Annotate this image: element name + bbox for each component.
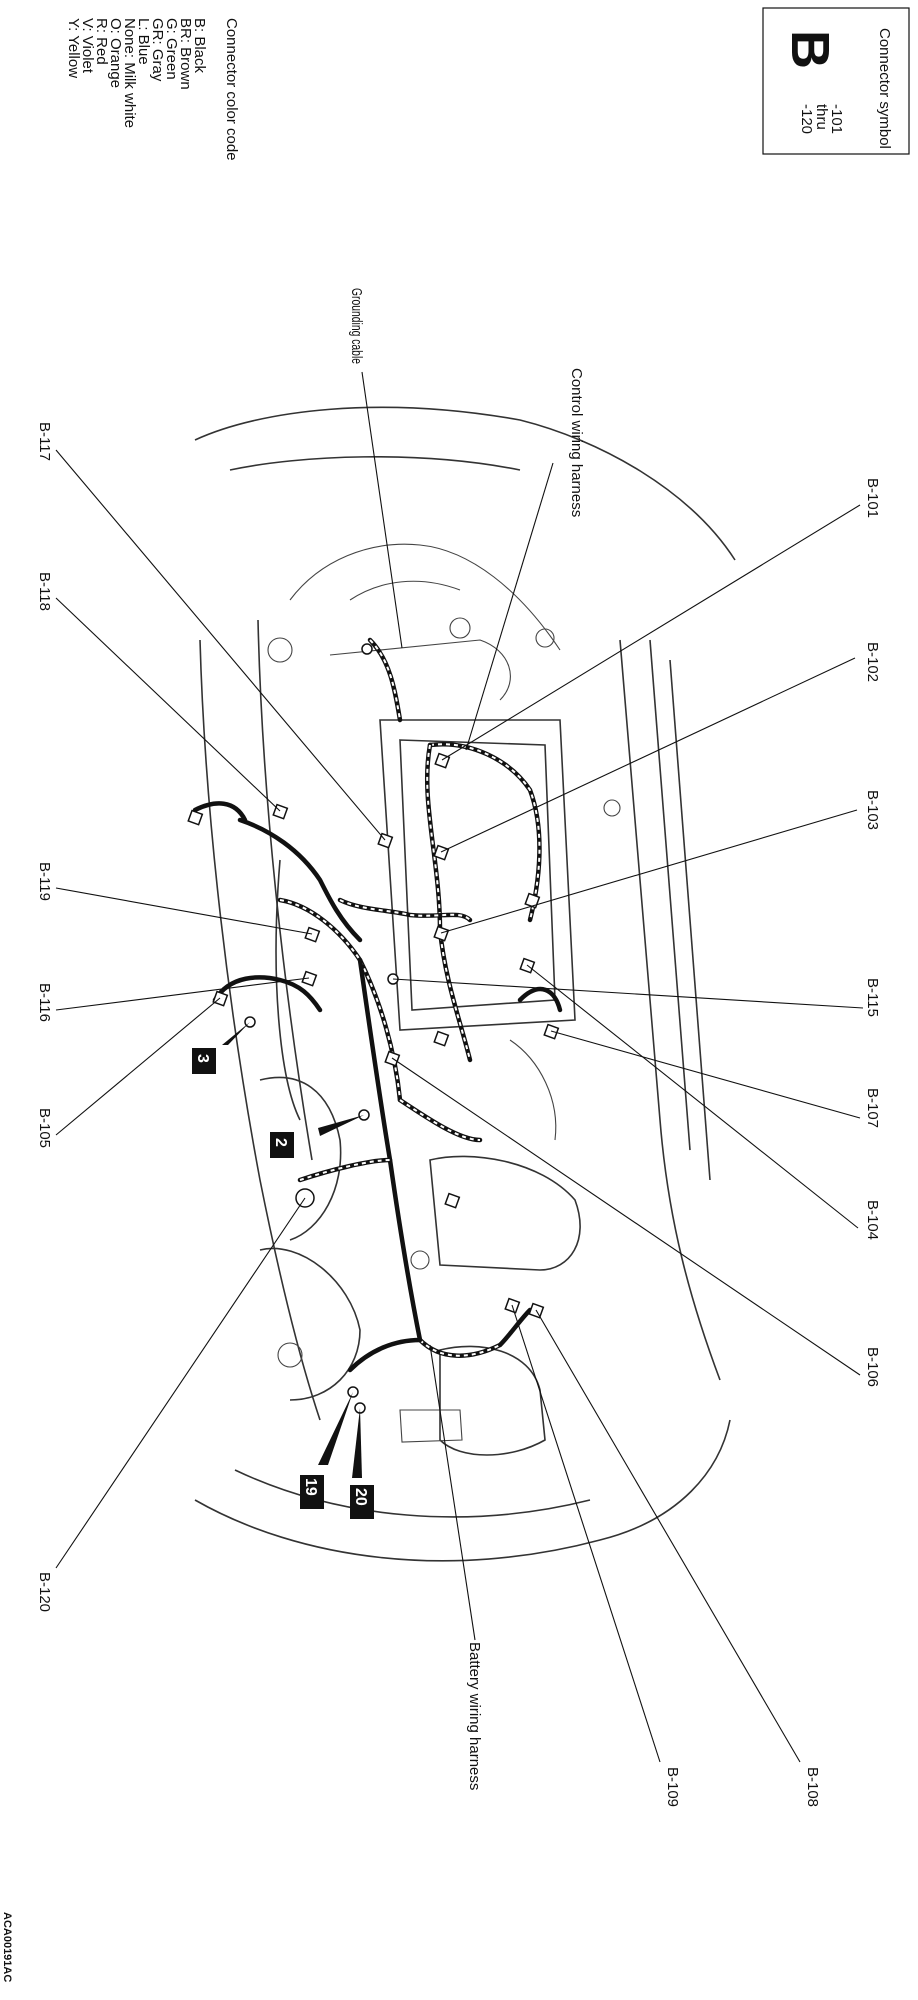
connector-labels: B-101 B-102 B-103 B-115 B-107 B-104 B-10… — [36, 422, 881, 1807]
connector-symbol-box: Connector symbol B -101 thru -120 — [762, 7, 910, 155]
label-b104: B-104 — [864, 1200, 881, 1240]
label-b118: B-118 — [36, 572, 53, 611]
leader-lines — [55, 371, 864, 1763]
legend-entry: L: Blue — [135, 18, 152, 65]
ground-tag-19: 19 — [300, 1392, 353, 1509]
legend-title: Connector color code — [223, 18, 240, 161]
color-code-legend: Connector color code B: Black BR: Brown … — [65, 18, 240, 161]
legend-entry: Y: Yellow — [65, 18, 82, 78]
legend-entry: R: Red — [93, 18, 110, 65]
label-b102: B-102 — [864, 642, 881, 682]
legend-entry: G: Green — [163, 18, 180, 80]
ground-tag-2: 2 — [270, 1115, 364, 1158]
label-b119: B-119 — [36, 862, 53, 901]
figure-code: ACA00191AC — [1, 1912, 13, 1982]
label-control-wiring-harness: Control wiring harness — [568, 368, 585, 517]
connector-range-to: -120 — [798, 104, 815, 134]
legend-entry: BR: Brown — [177, 18, 194, 90]
callout-labels: Grounding cable Control wiring harness B… — [348, 288, 585, 1790]
legend-entry: O: Orange — [107, 18, 124, 88]
legend-entry: GR: Gray — [149, 18, 166, 82]
connector-symbol-title: Connector symbol — [876, 28, 893, 149]
ground-tag-20: 20 — [350, 1408, 374, 1519]
label-b108: B-108 — [804, 1767, 821, 1807]
label-grounding-cable: Grounding cable — [348, 288, 365, 364]
label-b115: B-115 — [864, 978, 881, 1017]
label-b116: B-116 — [36, 983, 53, 1022]
label-b120: B-120 — [36, 1572, 53, 1612]
legend-entry: B: Black — [191, 18, 208, 74]
ground-tag-3: 3 — [192, 1022, 250, 1074]
label-b117: B-117 — [36, 422, 53, 461]
connector-symbol-letter: B — [780, 30, 840, 69]
ground-tag-3-text: 3 — [194, 1054, 211, 1063]
ground-tag-2-text: 2 — [272, 1138, 289, 1147]
label-b107: B-107 — [864, 1088, 881, 1128]
ground-tag-20-text: 20 — [352, 1488, 369, 1506]
label-battery-wiring-harness: Battery wiring harness — [466, 1642, 483, 1790]
wiring-harnesses — [192, 637, 563, 1373]
ground-tag-19-text: 19 — [302, 1478, 319, 1496]
label-b109: B-109 — [664, 1767, 681, 1807]
label-b101: B-101 — [864, 478, 881, 518]
label-b105: B-105 — [36, 1108, 53, 1148]
engine-bay-outline — [194, 406, 736, 1562]
legend-entry: None: Milk white — [121, 18, 138, 128]
label-b103: B-103 — [864, 790, 881, 830]
label-b106: B-106 — [864, 1347, 881, 1387]
legend-entry: V: Violet — [79, 18, 96, 74]
connector-range-word: thru — [813, 104, 830, 130]
connector-range-from: -101 — [828, 104, 845, 134]
